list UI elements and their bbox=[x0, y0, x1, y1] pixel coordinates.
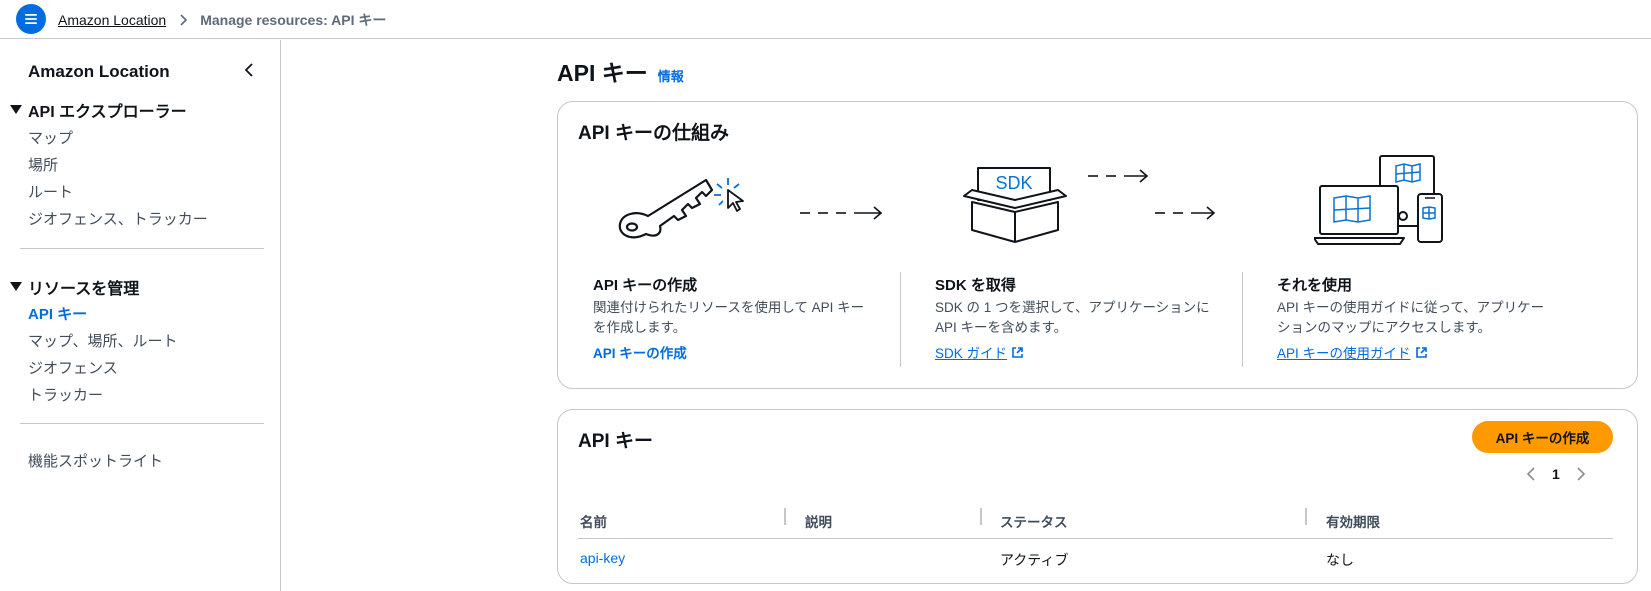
step-create-key-description: 関連付けられたリソースを使用して API キー を作成します。 bbox=[593, 298, 893, 338]
description-line: SDK の 1 つを選択して、アプリケーションに bbox=[935, 300, 1210, 315]
description-line: API キーの使用ガイドに従って、アプリケー bbox=[1277, 300, 1545, 315]
sidebar-divider bbox=[20, 423, 264, 424]
sidebar-item-geofences[interactable]: ジオフェンス bbox=[28, 360, 118, 377]
hamburger-icon bbox=[25, 14, 37, 24]
step-use-it-title: それを使用 bbox=[1277, 277, 1353, 294]
dashed-arrow-icon bbox=[1155, 206, 1216, 220]
create-api-key-link[interactable]: API キーの作成 bbox=[593, 342, 687, 362]
column-resize-handle[interactable] bbox=[1305, 508, 1307, 525]
page-title-text: API キー bbox=[557, 60, 648, 86]
column-divider bbox=[900, 272, 901, 367]
sidebar-item-maps[interactable]: マップ bbox=[28, 130, 74, 147]
step-create-key-title: API キーの作成 bbox=[593, 277, 698, 294]
external-link-icon bbox=[1012, 346, 1023, 358]
api-keys-table-card: API キー API キーの作成 1 名前 説明 ステータス 有効期限 api-… bbox=[557, 409, 1638, 584]
info-link[interactable]: 情報 bbox=[657, 69, 684, 84]
column-divider bbox=[1242, 272, 1243, 367]
column-header-expiration[interactable]: 有効期限 bbox=[1326, 515, 1380, 530]
step-use-it-description: API キーの使用ガイドに従って、アプリケー ションのマップにアクセスします。 bbox=[1277, 298, 1577, 338]
column-header-status[interactable]: ステータス bbox=[1000, 515, 1068, 530]
chevron-left-icon[interactable] bbox=[1524, 466, 1538, 482]
sidebar-title[interactable]: Amazon Location bbox=[28, 62, 170, 81]
sidebar-item-maps-places-routes[interactable]: マップ、場所、ルート bbox=[28, 333, 178, 350]
breadcrumb-current: Manage resources: API キー bbox=[200, 12, 387, 28]
menu-button[interactable] bbox=[16, 4, 46, 34]
sidebar-item-feature-spotlight[interactable]: 機能スポットライト bbox=[28, 453, 164, 470]
description-line: ションのマップにアクセスします。 bbox=[1277, 320, 1491, 335]
current-page-number[interactable]: 1 bbox=[1552, 466, 1560, 482]
column-header-description[interactable]: 説明 bbox=[805, 515, 832, 530]
dashed-arrow-icon bbox=[1088, 169, 1149, 183]
side-navigation: Amazon Location API エクスプローラー マップ 場所 ルート … bbox=[0, 40, 281, 591]
sidebar-section-label: API エクスプローラー bbox=[28, 104, 187, 121]
link-label: SDK ガイド bbox=[935, 346, 1008, 361]
sidebar-item-places[interactable]: 場所 bbox=[28, 157, 59, 174]
description-line: API キーを含めます。 bbox=[935, 320, 1068, 335]
collapse-sidebar-icon[interactable] bbox=[242, 62, 258, 78]
description-line: 関連付けられたリソースを使用して API キー bbox=[593, 300, 865, 315]
sidebar-item-routes[interactable]: ルート bbox=[28, 184, 74, 201]
sdk-guide-link[interactable]: SDK ガイド bbox=[935, 342, 1024, 362]
devices-icon bbox=[1314, 155, 1443, 245]
step-get-sdk-title: SDK を取得 bbox=[935, 277, 1016, 294]
how-it-works-title: API キーの仕組み bbox=[578, 123, 729, 144]
sdk-box-label: SDK bbox=[995, 173, 1033, 193]
top-navigation-bar: Amazon Location Manage resources: API キー bbox=[0, 0, 1651, 39]
key-icon bbox=[618, 178, 744, 239]
step-get-sdk-description: SDK の 1 つを選択して、アプリケーションに API キーを含めます。 bbox=[935, 298, 1235, 338]
sdk-box-icon bbox=[963, 167, 1067, 243]
api-keys-table-title: API キー bbox=[578, 431, 653, 452]
dashed-arrow-icon bbox=[800, 206, 883, 220]
pagination: 1 bbox=[1524, 466, 1588, 482]
sidebar-item-trackers[interactable]: トラッカー bbox=[28, 387, 104, 404]
api-key-usage-guide-link[interactable]: API キーの使用ガイド bbox=[1277, 342, 1428, 362]
sidebar-section-label: リソースを管理 bbox=[28, 281, 140, 298]
sidebar-item-api-keys[interactable]: API キー bbox=[28, 306, 88, 323]
page-title: API キー 情報 bbox=[557, 54, 684, 88]
caret-down-icon bbox=[10, 105, 22, 114]
link-label: API キーの使用ガイド bbox=[1277, 346, 1411, 361]
description-line: を作成します。 bbox=[593, 320, 687, 335]
breadcrumb-root-link[interactable]: Amazon Location bbox=[58, 12, 167, 28]
column-resize-handle[interactable] bbox=[784, 508, 786, 525]
sidebar-divider bbox=[20, 248, 264, 249]
column-header-name[interactable]: 名前 bbox=[580, 515, 607, 530]
column-resize-handle[interactable] bbox=[980, 508, 982, 525]
table-row-expiration: なし bbox=[1326, 552, 1354, 568]
chevron-right-icon[interactable] bbox=[1574, 466, 1588, 482]
caret-down-icon bbox=[10, 282, 22, 291]
table-row-status: アクティブ bbox=[1000, 552, 1069, 568]
chevron-right-icon bbox=[178, 14, 188, 26]
how-it-works-card: API キーの仕組み SDK bbox=[557, 101, 1638, 389]
sidebar-section-api-explorer[interactable]: API エクスプローラー bbox=[10, 98, 187, 122]
create-api-key-button[interactable]: API キーの作成 bbox=[1472, 421, 1613, 453]
sidebar-item-geofences-trackers[interactable]: ジオフェンス、トラッカー bbox=[28, 211, 208, 228]
external-link-icon bbox=[1415, 346, 1427, 358]
breadcrumb: Amazon Location Manage resources: API キー bbox=[58, 10, 386, 30]
sidebar-section-manage-resources[interactable]: リソースを管理 bbox=[10, 275, 139, 299]
table-header-divider bbox=[578, 538, 1613, 539]
table-row-name-link[interactable]: api-key bbox=[580, 550, 626, 566]
link-label: API キーの作成 bbox=[593, 346, 687, 361]
